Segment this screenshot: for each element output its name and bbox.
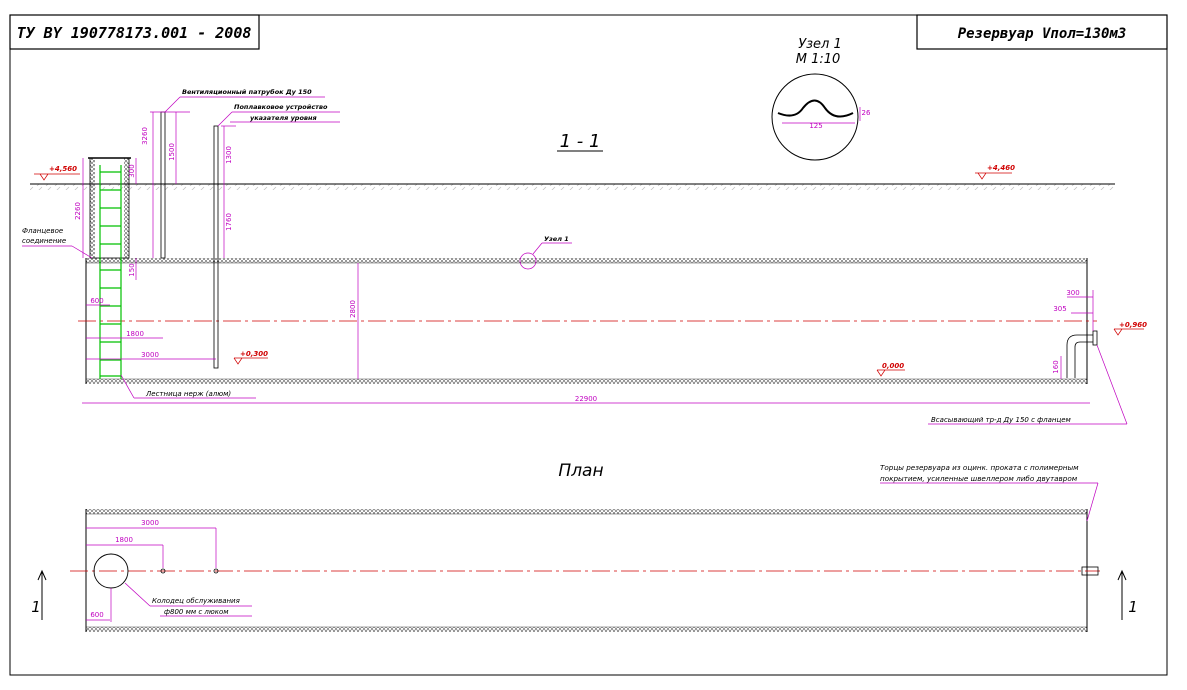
callout-well: Колодец обслуживания ф800 мм с люком	[124, 582, 252, 617]
plan-label: План	[558, 461, 603, 481]
elevation-left-ground: +4,560	[34, 165, 80, 181]
tank-plan	[70, 509, 1100, 632]
float-device-pipe	[213, 125, 219, 369]
svg-text:0,000: 0,000	[882, 362, 904, 370]
dim-150: 150	[128, 263, 136, 276]
dim-600: 600	[90, 297, 103, 305]
sheet-frame	[9, 14, 1168, 676]
elevation-pipe: +0,960	[1113, 321, 1147, 336]
elevation-right-ground: +4,460	[975, 164, 1015, 180]
node-detail: Узел 1 М 1:10 125 26	[771, 37, 871, 161]
callout-node-ref: Узел 1	[519, 235, 572, 270]
callout-vent: Вентиляционный патрубок Ду 150	[164, 88, 325, 113]
callout-suction: Всасывающий тр-д Ду 150 с фланцем	[928, 344, 1128, 425]
section-label: 1 - 1	[560, 131, 601, 152]
ladder	[99, 165, 122, 379]
tank-section	[78, 258, 1097, 384]
dim-1300: 1300	[225, 146, 233, 164]
dim-160: 160	[1052, 360, 1060, 373]
svg-text:Вентиляционный патрубок Ду 150: Вентиляционный патрубок Ду 150	[182, 88, 312, 96]
cut-mark-left: 1	[31, 569, 47, 620]
ground-line	[30, 183, 1115, 190]
dim-pipe-305: 305	[1053, 305, 1066, 313]
svg-text:+4,560: +4,560	[49, 165, 77, 173]
svg-text:соединение: соединение	[22, 237, 66, 245]
plan-suction-pipe	[1081, 566, 1099, 576]
plan-vent-pipe	[160, 568, 166, 574]
elevation-float-bottom: +0,300	[233, 350, 268, 365]
dim-1500: 1500	[168, 143, 176, 161]
plan-dim-600: 600	[90, 611, 103, 619]
node-scale: М 1:10	[796, 52, 841, 67]
dim-1800: 1800	[126, 330, 144, 338]
svg-text:Колодец обслуживания: Колодец обслуживания	[152, 597, 240, 605]
callout-flange: Фланцевое соединение	[22, 227, 93, 259]
node-dim-height: 26	[862, 109, 871, 117]
svg-text:ф800 мм с люком: ф800 мм с люком	[164, 608, 229, 616]
dim-2800: 2800	[349, 300, 357, 318]
svg-text:+0,960: +0,960	[1119, 321, 1147, 329]
plan-dim-1800: 1800	[115, 536, 133, 544]
tank-title: Резервуар Vпол=130м3	[958, 26, 1127, 42]
document-code: ТУ BY 190778173.001 - 2008	[17, 24, 252, 42]
dim-3260: 3260	[141, 127, 149, 145]
dim-1760: 1760	[225, 213, 233, 231]
svg-text:Узел 1: Узел 1	[544, 235, 569, 243]
svg-text:+0,300: +0,300	[240, 350, 268, 358]
section-dimensions	[82, 111, 1094, 404]
node-dim-width: 125	[809, 122, 822, 130]
dim-300: 300	[128, 164, 136, 177]
service-well	[88, 157, 131, 259]
corrugation-profile	[777, 99, 854, 118]
dim-3000: 3000	[141, 351, 159, 359]
svg-text:Лестница нерж (алюм): Лестница нерж (алюм)	[145, 390, 231, 398]
callout-ends: Торцы резервуара из оцинк. проката с пол…	[880, 463, 1099, 522]
cut-mark-right: 1	[1117, 569, 1138, 620]
svg-text:Поплавковое устройство: Поплавковое устройство	[234, 103, 328, 111]
title-block-left: ТУ BY 190778173.001 - 2008	[9, 14, 260, 50]
elevation-tank-bottom: 0,000	[876, 362, 905, 377]
node-title: Узел 1	[798, 37, 842, 52]
svg-text:покрытием, усиленные швеллером: покрытием, усиленные швеллером либо двут…	[880, 474, 1078, 483]
svg-text:указателя уровня: указателя уровня	[250, 114, 317, 122]
callout-ladder: Лестница нерж (алюм)	[120, 374, 256, 399]
svg-text:Торцы резервуара из оцинк. про: Торцы резервуара из оцинк. проката с пол…	[880, 463, 1079, 472]
plan-float-pipe	[213, 568, 219, 574]
node-circle	[771, 73, 859, 161]
plan-dim-3000: 3000	[141, 519, 159, 527]
svg-text:Всасывающий тр-д Ду 150 с флан: Всасывающий тр-д Ду 150 с фланцем	[931, 416, 1072, 424]
title-block-right: Резервуар Vпол=130м3	[916, 14, 1168, 50]
svg-text:1: 1	[1128, 598, 1138, 616]
svg-text:Фланцевое: Фланцевое	[22, 227, 63, 235]
svg-text:1: 1	[31, 598, 41, 616]
svg-text:+4,460: +4,460	[987, 164, 1015, 172]
plan-dimensions	[86, 527, 217, 622]
dim-pipe-300: 300	[1066, 289, 1079, 297]
callout-float: Поплавковое устройство указателя уровня	[217, 103, 340, 127]
dim-2260: 2260	[74, 202, 82, 220]
dim-22900: 22900	[575, 395, 597, 403]
suction-pipe	[1066, 330, 1098, 378]
